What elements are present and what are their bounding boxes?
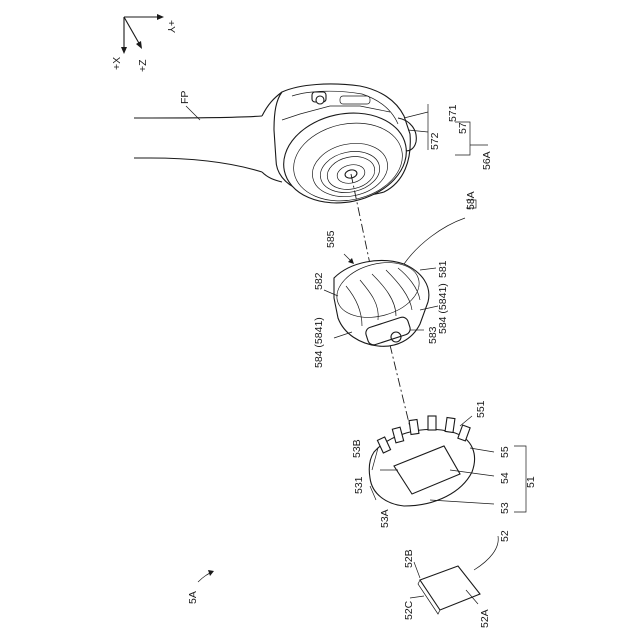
pointer-5a bbox=[198, 570, 214, 582]
label-572: 572 bbox=[429, 132, 441, 150]
label-53a: 53A bbox=[379, 509, 391, 528]
label-57: 57 bbox=[457, 122, 469, 134]
label-581: 581 bbox=[437, 260, 449, 278]
clutch-58a bbox=[331, 254, 429, 346]
label-571: 571 bbox=[447, 104, 459, 122]
label-52a: 52A bbox=[479, 609, 491, 628]
label-531: 531 bbox=[353, 476, 365, 494]
label-56a: 56A bbox=[481, 151, 493, 170]
label-52b: 52B bbox=[403, 549, 415, 568]
axis-indicator bbox=[121, 14, 164, 54]
assembly-56a bbox=[274, 84, 416, 214]
axis-label-y: +Y bbox=[165, 20, 177, 33]
label-58a: 58A bbox=[465, 191, 477, 210]
leaders-56a bbox=[404, 104, 488, 155]
gear-55 bbox=[369, 416, 474, 506]
plate-52 bbox=[410, 536, 498, 614]
label-fp: FP bbox=[179, 91, 191, 104]
axis-label-x: +X bbox=[111, 57, 123, 70]
label-584-lower: 584 (5841) bbox=[313, 317, 325, 368]
axis-label-z: +Z bbox=[137, 59, 149, 72]
label-53b: 53B bbox=[351, 439, 363, 458]
label-55: 55 bbox=[499, 446, 511, 458]
label-584-upper: 584 (5841) bbox=[437, 283, 449, 334]
label-551: 551 bbox=[475, 400, 487, 418]
label-5a: 5A bbox=[187, 591, 199, 604]
label-51: 51 bbox=[525, 476, 537, 488]
label-585: 585 bbox=[325, 230, 337, 248]
label-583: 583 bbox=[427, 326, 439, 344]
label-52c: 52C bbox=[403, 600, 415, 620]
label-52: 52 bbox=[499, 530, 511, 542]
label-582: 582 bbox=[313, 272, 325, 290]
label-54: 54 bbox=[499, 472, 511, 484]
label-53: 53 bbox=[499, 502, 511, 514]
handle-fp bbox=[134, 92, 282, 182]
